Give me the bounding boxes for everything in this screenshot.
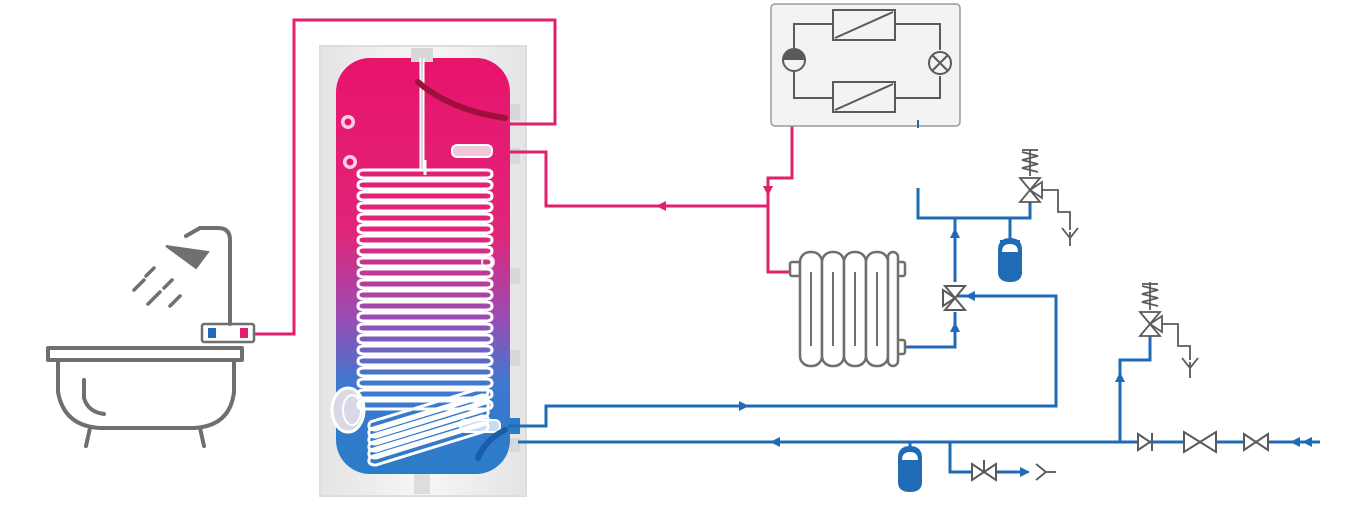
flow-arrow-right — [739, 401, 749, 411]
safety-valve-heating — [1018, 149, 1079, 246]
heating-riser — [916, 188, 1012, 246]
hot-pipe-to-mixer — [250, 18, 557, 336]
three-way-valve — [942, 285, 968, 311]
drain-branch — [948, 442, 1028, 474]
heat-exchanger-lower — [832, 81, 896, 113]
inline-valves — [971, 430, 1269, 482]
heat-pump-box — [770, 3, 961, 127]
expansion-valve-icon — [928, 51, 952, 75]
tank-foot — [414, 474, 430, 494]
shower-head-icon — [165, 245, 210, 270]
heating-vessel-to-valve — [1010, 200, 1032, 220]
flow-arrow-left — [656, 201, 666, 211]
flow-arrow-up — [950, 322, 960, 332]
coil-loop — [356, 311, 494, 323]
flow-arrow-down — [763, 186, 773, 196]
heat-pump-unit — [770, 3, 961, 128]
hot-pipe-heat-pump — [766, 126, 794, 274]
tank-hot-draw-tube — [415, 79, 508, 121]
coil-loop — [356, 201, 494, 213]
coil-loop — [356, 333, 494, 345]
flow-arrow-up — [950, 228, 960, 238]
coil-loop — [356, 245, 494, 257]
gate-valve-icon — [1243, 432, 1269, 452]
coil-loop — [356, 256, 494, 268]
coil-loop — [356, 289, 494, 301]
coil-loop — [356, 212, 494, 224]
tank-cold-inlet-tube — [475, 427, 508, 461]
mixer-tap — [200, 322, 256, 344]
expansion-vessel-cold — [898, 446, 922, 492]
shower — [132, 226, 232, 326]
flow-arrow-left — [770, 437, 780, 447]
flow-arrow-left — [1302, 437, 1312, 447]
cold-pipe-to-safety — [1118, 334, 1152, 442]
coil-loop — [356, 234, 494, 246]
flow-arrow-left — [1290, 437, 1300, 447]
check-valve-icon — [1137, 432, 1153, 452]
gate-valve-icon — [1183, 430, 1217, 454]
heat-exchanger-coil — [356, 160, 494, 467]
drain-valve-icon — [971, 460, 997, 482]
cold-water-pipes — [508, 188, 1320, 474]
heat-exchanger-upper — [832, 9, 896, 41]
coil-loop — [356, 355, 494, 367]
coil-loop — [356, 179, 494, 191]
coil-loop — [356, 223, 494, 235]
tank-top-flange — [411, 48, 433, 62]
flow-arrow-left — [965, 291, 975, 301]
hot-pipe-coil-supply — [508, 150, 768, 208]
coil-loop — [356, 300, 494, 312]
radiator-return-line — [905, 312, 957, 349]
coil-loop-lower — [367, 421, 490, 467]
flow-arrow-right — [1020, 467, 1030, 477]
safety-valve-cold — [1138, 282, 1199, 378]
storage-tank — [319, 45, 527, 497]
expansion-vessel-heating — [998, 238, 1022, 282]
coil-loop — [356, 278, 494, 290]
bathtub — [46, 346, 244, 448]
flow-arrow-up — [1115, 372, 1125, 382]
coil-loop — [356, 190, 494, 202]
coil-loop — [356, 322, 494, 334]
drain-funnel-icon — [1035, 463, 1056, 481]
cold-pipe-coil-return — [508, 294, 1058, 428]
coil-loop — [356, 344, 494, 356]
coil-loop — [356, 267, 494, 279]
coil-inlet-fitting — [451, 144, 493, 158]
radiator — [788, 250, 907, 368]
coil-loop — [356, 168, 494, 180]
coil-loop — [356, 366, 494, 378]
coil-loop — [356, 388, 494, 400]
